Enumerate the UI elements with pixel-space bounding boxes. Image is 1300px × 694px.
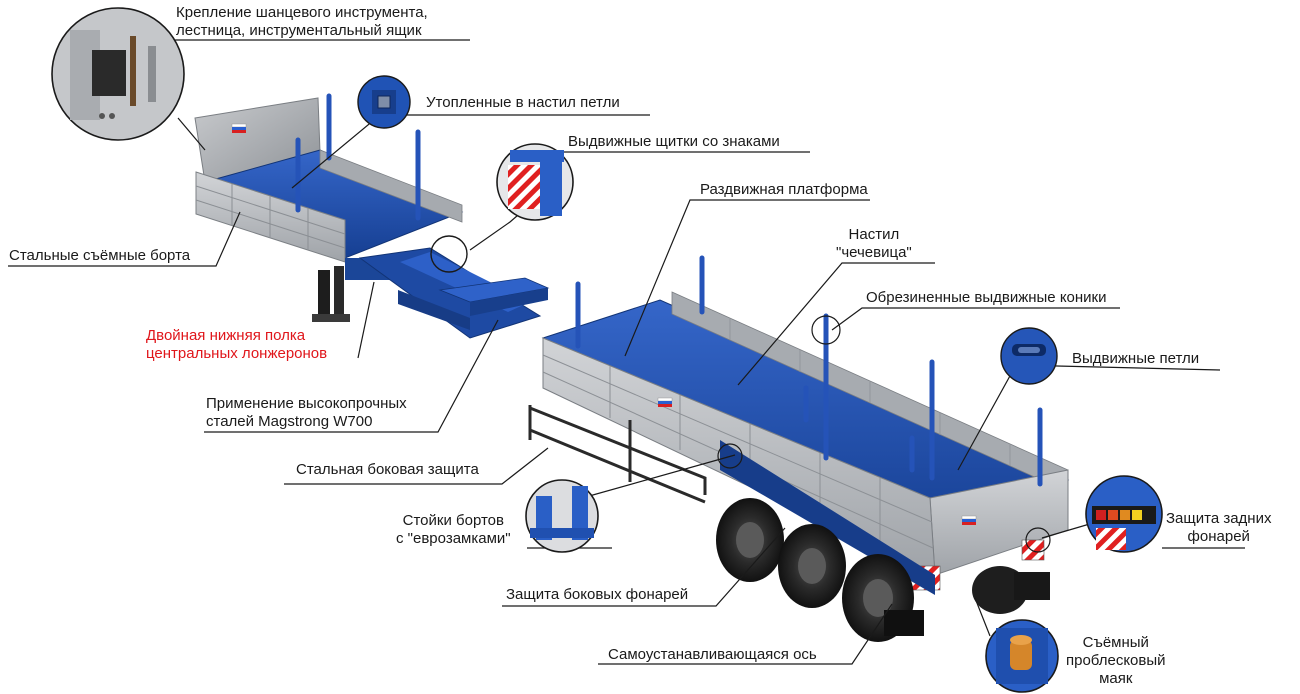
label-double-shelf: Двойная нижняя полка центральных лонжеро… <box>146 327 328 362</box>
warning-stripes-icon <box>1021 539 1045 561</box>
label-rear-lights: Защита задних фонарей <box>1166 510 1272 545</box>
loop-icon <box>1000 327 1058 385</box>
beacon-icon <box>985 619 1059 693</box>
label-side-lights: Защита боковых фонарей <box>506 586 689 603</box>
warning-stripes-icon <box>496 143 574 221</box>
russian-flag-icon <box>231 123 247 133</box>
rear-platform <box>528 255 1070 642</box>
label-recessed-loops: Утопленные в настил петли <box>426 94 620 111</box>
label-tool-mount: Крепление шанцевого инструмента, лестниц… <box>176 4 428 39</box>
toolbox-icon <box>51 7 185 141</box>
label-deck: Настил "чечевица" <box>836 226 912 261</box>
russian-flag-icon <box>961 515 977 525</box>
label-pullout-loops: Выдвижные петли <box>1072 350 1200 367</box>
label-high-strength: Применение высокопрочных сталей Magstron… <box>206 395 407 430</box>
central-beams <box>358 247 550 339</box>
label-side-guard: Стальная боковая защита <box>296 461 479 478</box>
loop-icon <box>357 75 411 129</box>
label-beacon: Съёмный проблесковый маяк <box>1066 634 1166 687</box>
rear-lights-icon <box>1085 475 1163 553</box>
label-self-axle: Самоустанавливающаяся ось <box>608 646 817 663</box>
russian-flag-icon <box>657 397 673 407</box>
callout-lines <box>8 39 1245 665</box>
label-sliding-shields: Выдвижные щитки со знаками <box>568 133 780 150</box>
label-sliding-platform: Раздвижная платформа <box>700 181 868 198</box>
label-rubber-bolsters: Обрезиненные выдвижные коники <box>866 289 1107 306</box>
label-steel-sides: Стальные съёмные борта <box>9 247 191 264</box>
wheels <box>716 498 1050 642</box>
label-side-posts: Стойки бортов с "еврозамками" <box>396 512 511 547</box>
